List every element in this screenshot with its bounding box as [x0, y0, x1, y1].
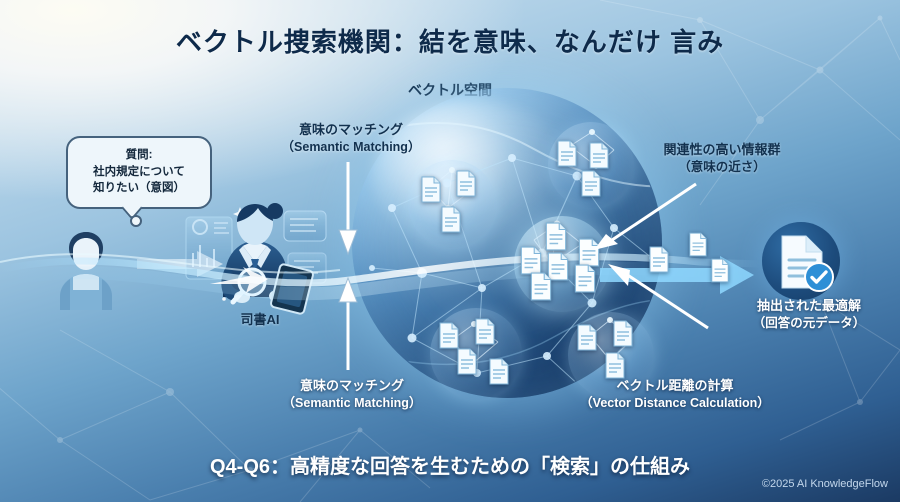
document-icon [573, 264, 597, 293]
user-person-icon [60, 232, 112, 310]
document-icon [519, 246, 543, 275]
document-icon [688, 232, 708, 257]
pointer-arrow-icon [608, 264, 709, 330]
librarian-ai-icon [185, 203, 327, 315]
bubble-dot [130, 215, 142, 228]
document-icon [577, 238, 601, 267]
document-icon [474, 318, 496, 345]
document-icon [580, 170, 602, 197]
arrow-up-icon [338, 276, 358, 370]
document-icon [440, 206, 462, 233]
label-semantic-matching-bottom: 意味のマッチング （Semantic Matching） [282, 378, 422, 410]
copyright-notice: ©2025 AI KnowledgeFlow [761, 478, 888, 490]
page-title: ベクトル捜索機関：結を意味、なんだけ 言み [175, 27, 725, 57]
document-icon [576, 324, 598, 351]
document-icon [604, 352, 626, 379]
check-circle-icon [804, 262, 834, 292]
pointer-arrow-icon [594, 182, 697, 250]
document-icon [588, 142, 610, 169]
label-semantic-matching-top: 意味のマッチング （Semantic Matching） [281, 122, 421, 154]
document-icon [438, 322, 460, 349]
bubble-line-3: 知りたい（意図） [93, 182, 185, 195]
document-icon [420, 176, 442, 203]
document-icon [456, 348, 478, 375]
document-icon [710, 258, 730, 283]
document-icon [612, 320, 634, 347]
document-icon [648, 246, 670, 273]
document-icon [546, 252, 570, 281]
document-icon [544, 222, 568, 251]
label-relevance-cluster: 関連性の高い情報群 （意味の近さ） [663, 142, 781, 174]
footer-caption: Q4-Q6：高精度な回答を生むための「検索」の仕組み [209, 456, 691, 478]
arrow-down-icon [338, 162, 358, 256]
librarian-label: 司書AI [240, 312, 280, 327]
document-icon [556, 140, 578, 167]
label-vector-distance: ベクトル距離の計算 （Vector Distance Calculation） [580, 378, 770, 410]
question-speech-bubble: 質問: 社内規定について 知りたい（意図） [66, 136, 212, 228]
document-icon [488, 358, 510, 385]
bubble-line-1: 質問: [125, 149, 153, 161]
document-icon [455, 170, 477, 197]
document-icon [529, 272, 553, 301]
bubble-line-2: 社内規定について [93, 165, 185, 178]
label-extracted-result: 抽出された最適解 （回答の元データ） [752, 298, 866, 330]
